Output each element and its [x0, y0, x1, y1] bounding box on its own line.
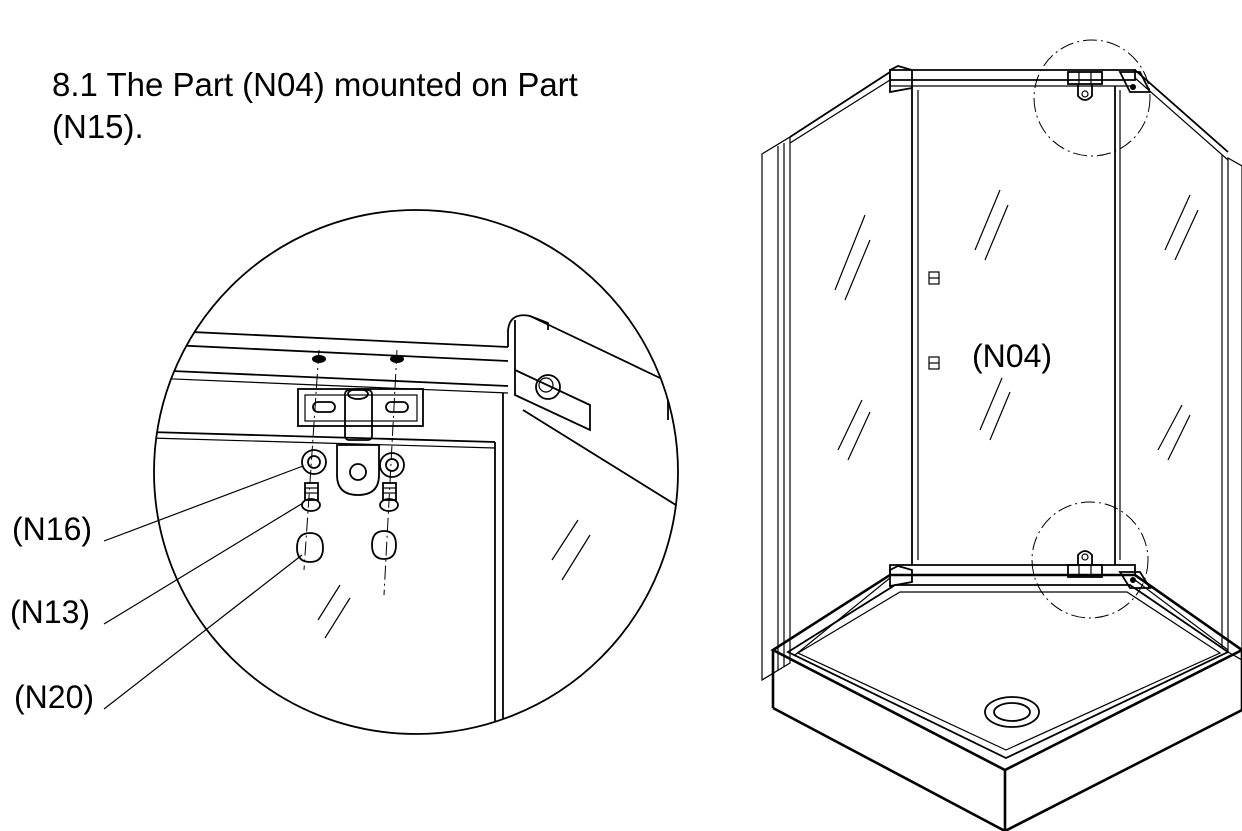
left-bottom-bracket [889, 565, 913, 588]
leader-n20 [103, 554, 303, 710]
instruction-line-2: (N15). [52, 108, 144, 145]
callout-circle-top [1033, 39, 1151, 157]
right-panel-bottom [1134, 579, 1229, 651]
glass-hatch [324, 597, 351, 639]
glass-hatch [551, 519, 579, 561]
leader-n13 [103, 502, 304, 625]
hinge-slot-left [312, 401, 336, 413]
drain-inner [993, 702, 1031, 722]
glass-top-edge-inner [154, 437, 496, 449]
drain-outer [984, 696, 1040, 728]
rail-hole-left [312, 355, 326, 363]
hinge-part-n04 [297, 388, 424, 496]
right-bottom-bracket [1118, 571, 1152, 589]
hinge-tab-hole [349, 463, 367, 481]
tray-top-outline [770, 573, 1242, 772]
back-bottom-rail [889, 564, 1136, 576]
detail-view: (N16) (N13) (N20) [10, 209, 679, 735]
instruction-text: 8.1 The Part (N04) mounted on Part (N15)… [52, 64, 752, 148]
cap-n20-right [371, 530, 397, 560]
glass-hatch [844, 239, 871, 301]
label-n16: (N16) [12, 511, 92, 547]
label-n04: (N04) [972, 338, 1052, 374]
right-panel-top [1134, 69, 1229, 153]
left-panel-top [789, 71, 891, 138]
hinge-plate-inner [304, 394, 418, 422]
corner-bracket [514, 320, 591, 432]
tray-inner-rim [786, 584, 1230, 759]
washer-n16-left [301, 449, 327, 475]
left-panel-top-inner [789, 79, 891, 144]
left-top-bracket [889, 65, 913, 94]
leader-n16 [103, 465, 304, 542]
top-rail-edge-4 [154, 377, 509, 394]
tray-bottom-left [772, 706, 1006, 831]
left-panel [761, 65, 913, 682]
glass-hatch [1174, 209, 1199, 261]
top-rail-edge-2 [154, 343, 509, 362]
shower-tray [770, 573, 1242, 831]
left-panel-bottom [794, 577, 891, 656]
glass-hatch [984, 204, 1009, 261]
hinge-bottom [1067, 550, 1103, 578]
glass-hatch [1167, 414, 1191, 461]
screw-n13-right [379, 482, 399, 512]
glass-hatch [974, 189, 1001, 251]
right-post [1227, 156, 1242, 661]
glass-hatch [834, 214, 866, 291]
back-top-rail [889, 69, 1136, 81]
top-rail-edge-1 [154, 329, 509, 348]
corner-profile [507, 314, 549, 347]
glass-hatch [1157, 404, 1183, 451]
hinge-pivot [344, 389, 373, 441]
hinge-pivot-top [347, 388, 369, 400]
glass-hatch [837, 399, 863, 451]
washer-n16-right [379, 452, 405, 478]
axis-line-left [303, 349, 320, 571]
left-post [761, 135, 791, 682]
right-panel [1118, 69, 1242, 661]
hinge-tab [336, 444, 380, 496]
side-profile-edge [522, 409, 678, 521]
hinge-slot-right [385, 401, 409, 413]
glass-hatch [979, 377, 1003, 431]
axis-line-right [383, 349, 398, 596]
cap-n20-left [296, 532, 324, 563]
corner-bolt-head [535, 374, 561, 400]
glass-hatch [989, 391, 1011, 441]
right-top-bracket [1118, 71, 1152, 93]
back-panel-n04: (N04) [889, 69, 1136, 576]
glass-hatch [561, 534, 591, 581]
glass-hatch [1164, 194, 1191, 251]
instruction-line-1: 8.1 The Part (N04) mounted on Part [52, 66, 578, 103]
glass-top-edge [154, 431, 496, 443]
glass-hatch [317, 584, 341, 621]
tray-bottom-right [1004, 708, 1242, 831]
screw-n13-left [301, 482, 321, 512]
side-profile-top [529, 315, 669, 420]
corner-bolt-inner [538, 377, 554, 393]
label-n13: (N13) [10, 594, 90, 630]
top-rail-edge-3 [154, 369, 509, 387]
hinge-top [1067, 71, 1103, 101]
callout-circle-bottom [1031, 501, 1149, 619]
detail-circle [153, 209, 679, 735]
tray-inner-basin [796, 591, 1222, 751]
shower-enclosure: (N04) [761, 39, 1242, 831]
label-n20: (N20) [14, 679, 94, 715]
glass-hatch [847, 411, 871, 461]
